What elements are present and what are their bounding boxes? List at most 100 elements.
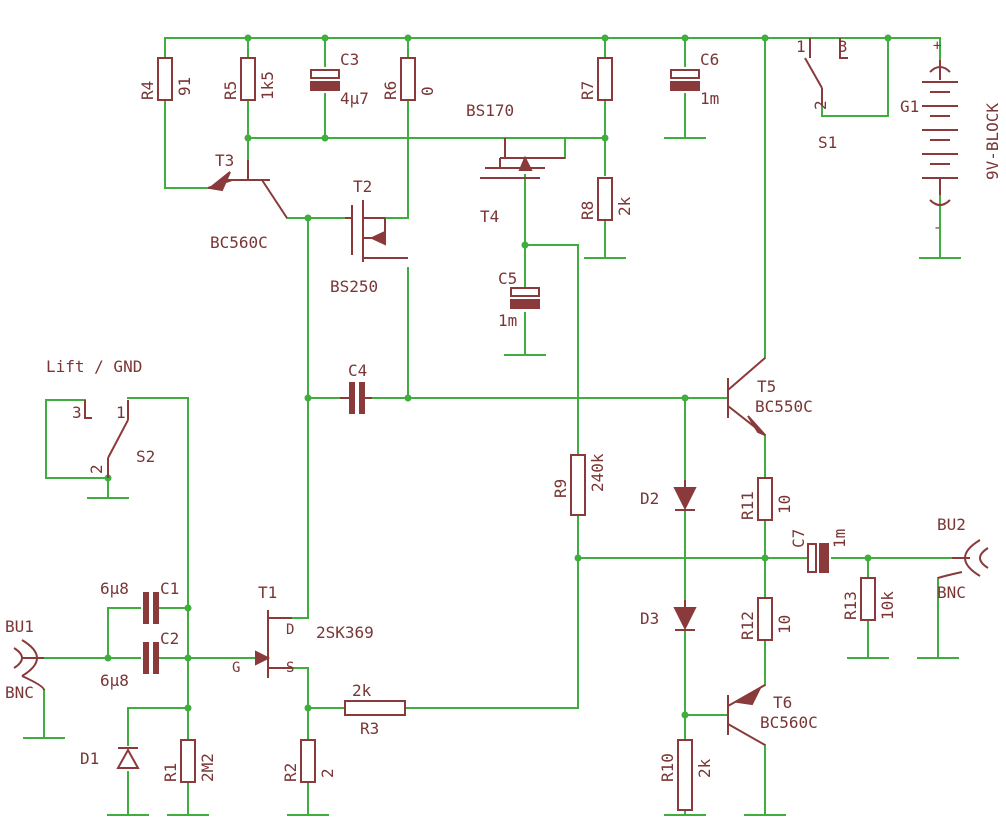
label-lift-gnd: Lift / GND bbox=[46, 357, 142, 376]
resistor-r2 bbox=[300, 739, 316, 783]
label-r12: R12 bbox=[738, 611, 757, 640]
label-c1-value: 6µ8 bbox=[100, 579, 129, 598]
label-r8-value: 2k bbox=[615, 196, 634, 216]
label-c4: C4 bbox=[348, 361, 367, 380]
label-r4: R4 bbox=[138, 81, 157, 100]
label-g1: G1 bbox=[900, 97, 919, 116]
label-c6: C6 bbox=[700, 50, 719, 69]
transistor-t3 bbox=[207, 160, 288, 219]
diode-d1 bbox=[116, 747, 140, 769]
resistor-r13 bbox=[860, 577, 876, 621]
bnc-bu2 bbox=[937, 539, 989, 579]
label-bu1-value: BNC bbox=[5, 683, 34, 702]
capacitor-c6 bbox=[670, 69, 700, 91]
labels: R4 91 R5 1k5 C3 4µ7 R6 0 R7 C6 1m 1 3 2 … bbox=[5, 37, 1002, 782]
label-r5-value: 1k5 bbox=[258, 71, 277, 100]
diode-d3 bbox=[673, 600, 697, 631]
label-s1-pin3: 3 bbox=[838, 37, 848, 56]
label-r13-value: 10k bbox=[878, 591, 897, 620]
switch-s1 bbox=[804, 38, 848, 105]
label-t5-value: BC550C bbox=[755, 397, 813, 416]
label-s1: S1 bbox=[818, 133, 837, 152]
transistor-t1 bbox=[255, 610, 292, 678]
label-c2: C2 bbox=[160, 629, 179, 648]
label-r10-value: 2k bbox=[695, 758, 714, 778]
label-r6-value: 0 bbox=[418, 86, 437, 96]
label-t2: T2 bbox=[353, 177, 372, 196]
resistor-r5 bbox=[240, 57, 256, 101]
label-r3-value: 2k bbox=[352, 681, 372, 700]
label-r5: R5 bbox=[221, 81, 240, 100]
transistor-t6 bbox=[727, 684, 766, 746]
wires bbox=[23, 37, 961, 816]
label-r2-value: 2 bbox=[318, 768, 337, 778]
label-r13: R13 bbox=[841, 591, 860, 620]
label-c2-value: 6µ8 bbox=[100, 671, 129, 690]
label-t4-value: BS170 bbox=[466, 101, 514, 120]
label-t3: T3 bbox=[215, 151, 234, 170]
label-t1-value: 2SK369 bbox=[316, 623, 374, 642]
label-r11: R11 bbox=[738, 491, 757, 520]
label-bu2: BU2 bbox=[937, 515, 966, 534]
label-t2-value: BS250 bbox=[330, 277, 378, 296]
label-t1-d: D bbox=[286, 622, 294, 638]
label-r8: R8 bbox=[578, 201, 597, 220]
label-t3-value: BC560C bbox=[210, 233, 268, 252]
diode-d2 bbox=[673, 480, 697, 511]
label-r7: R7 bbox=[578, 81, 597, 100]
battery-g1: + - bbox=[922, 38, 958, 236]
transistor-t2 bbox=[345, 200, 408, 262]
label-c6-value: 1m bbox=[700, 89, 719, 108]
label-t1: T1 bbox=[258, 583, 277, 602]
bnc-bu1 bbox=[13, 639, 45, 691]
transistor-t5 bbox=[727, 357, 766, 436]
resistor-r7 bbox=[597, 57, 613, 101]
resistor-r10 bbox=[677, 739, 693, 811]
resistor-r3 bbox=[344, 700, 406, 716]
label-t6: T6 bbox=[773, 693, 792, 712]
label-r4-value: 91 bbox=[175, 77, 194, 96]
label-c5: C5 bbox=[498, 269, 517, 288]
label-r3: R3 bbox=[360, 719, 379, 738]
svg-text:+: + bbox=[933, 38, 941, 54]
label-r10: R10 bbox=[658, 753, 677, 782]
resistor-r4 bbox=[157, 57, 173, 101]
label-s2-pin3: 3 bbox=[72, 403, 82, 422]
label-r11-value: 10 bbox=[775, 495, 794, 514]
switch-s2 bbox=[84, 400, 129, 478]
capacitor-c1 bbox=[143, 592, 159, 624]
label-t4: T4 bbox=[480, 207, 499, 226]
label-t1-s: S bbox=[286, 660, 294, 676]
resistor-r1 bbox=[180, 739, 196, 783]
label-d3: D3 bbox=[640, 609, 659, 628]
label-s1-pin1: 1 bbox=[796, 37, 806, 56]
capacitor-c4 bbox=[340, 382, 372, 414]
label-r12-value: 10 bbox=[775, 615, 794, 634]
label-s2: S2 bbox=[136, 447, 155, 466]
capacitor-c3 bbox=[310, 69, 340, 91]
label-d1: D1 bbox=[80, 749, 99, 768]
resistor-r6 bbox=[400, 57, 416, 101]
label-t5: T5 bbox=[757, 377, 776, 396]
resistor-r8 bbox=[597, 177, 613, 221]
label-c3: C3 bbox=[340, 50, 359, 69]
label-r1-value: 2M2 bbox=[198, 753, 217, 782]
label-t6-value: BC560C bbox=[760, 713, 818, 732]
label-s1-pin2: 2 bbox=[811, 100, 830, 110]
svg-text:-: - bbox=[933, 220, 941, 236]
label-r9: R9 bbox=[551, 479, 570, 498]
label-c7: C7 bbox=[789, 529, 808, 548]
label-c1: C1 bbox=[160, 579, 179, 598]
capacitor-c2 bbox=[143, 642, 159, 674]
resistor-r9 bbox=[570, 454, 586, 516]
label-bu2-value: BNC bbox=[937, 583, 966, 602]
label-d2: D2 bbox=[640, 489, 659, 508]
transistor-t4 bbox=[480, 138, 565, 179]
label-s2-pin2: 2 bbox=[87, 464, 106, 474]
label-r2: R2 bbox=[281, 763, 300, 782]
label-r1: R1 bbox=[161, 763, 180, 782]
label-c3-value: 4µ7 bbox=[340, 89, 369, 108]
label-c5-value: 1m bbox=[498, 311, 517, 330]
capacitor-c5 bbox=[510, 287, 540, 309]
